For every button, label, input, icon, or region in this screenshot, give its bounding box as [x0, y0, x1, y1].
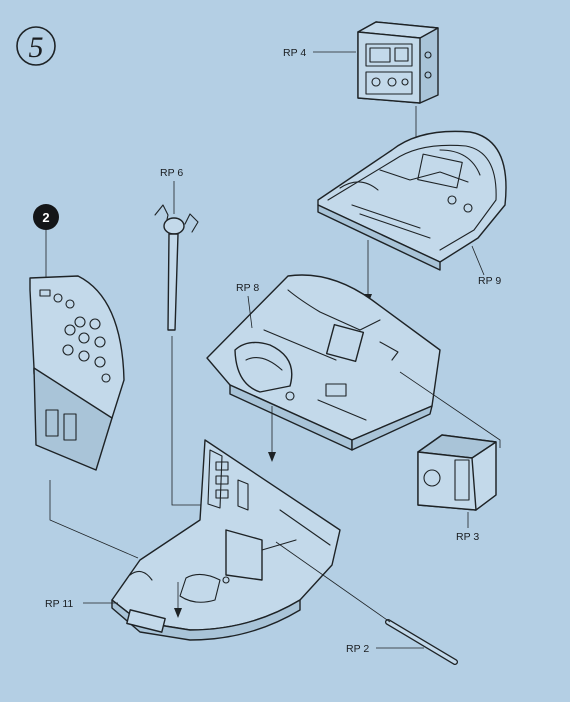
step-number: 5 — [29, 31, 44, 64]
reference-badge: 2 — [33, 204, 59, 230]
part-rp8-floor — [206, 274, 441, 451]
part-rp6-stick — [154, 204, 199, 331]
label-rp9: RP 9 — [478, 275, 501, 287]
label-rp4: RP 4 — [283, 47, 306, 59]
label-rp2: RP 2 — [346, 643, 369, 655]
part-rp9-shelf — [317, 130, 507, 271]
part-rp3-box — [417, 434, 497, 511]
gauges — [39, 289, 111, 383]
part-rp2-rod — [385, 619, 458, 665]
part-rp11-tub — [111, 439, 341, 641]
part-rp4-radio — [357, 21, 439, 104]
part-instrument-panel — [29, 275, 125, 471]
reference-badge-number: 2 — [42, 210, 49, 225]
label-rp11: RP 11 — [45, 598, 73, 610]
label-rp6: RP 6 — [160, 167, 183, 179]
label-rp8: RP 8 — [236, 282, 259, 294]
step-badge: 5 — [16, 26, 56, 66]
label-rp3: RP 3 — [456, 531, 479, 543]
